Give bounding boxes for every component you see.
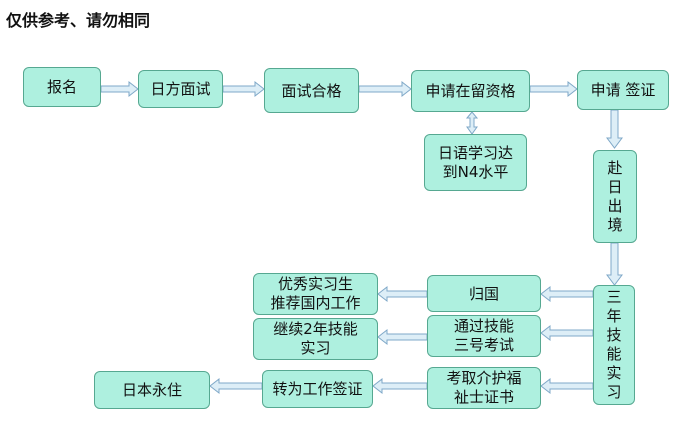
node-zhuanwei-label: 转为工作签证 <box>272 380 363 398</box>
node-guiguo-label: 归国 <box>468 284 499 303</box>
node-furi: 赴 日 出 境 <box>593 150 637 243</box>
node-n4-line1: 日语学习达 <box>437 143 513 162</box>
arrow-zailiu-n4 <box>465 111 479 135</box>
arrow-fuzhi-to-zhuanwei <box>372 377 428 395</box>
arrow-furi-to-jineng <box>606 242 623 286</box>
node-qianzheng-label: 申请 签证 <box>590 81 656 99</box>
page-title: 仅供参考、请勿相同 <box>6 11 151 30</box>
node-zailiu-label: 申请在留资格 <box>425 82 516 100</box>
node-furi-char: 日 <box>607 177 623 196</box>
node-zhuanwei: 转为工作签证 <box>262 370 373 408</box>
node-fuzhi-line2: 祉士证书 <box>453 388 514 406</box>
arrow-jineng-to-fuzhi <box>540 377 594 395</box>
node-furi-char: 出 <box>607 196 623 215</box>
node-youxiu: 优秀实习生 推荐国内工作 <box>253 273 378 315</box>
node-mianshi: 日方面试 <box>138 70 223 108</box>
node-jineng: 三 年 技 能 实 习 <box>593 285 635 405</box>
arrow-guiguo-to-youxiu <box>377 285 428 303</box>
arrow-baoming-to-mianshi <box>100 80 139 98</box>
node-kaoshi-line2: 三号考试 <box>453 336 514 354</box>
node-baoming-label: 报名 <box>46 78 77 96</box>
node-fuzhi-line1: 考取介护福 <box>446 369 522 387</box>
arrow-zhuanwei-to-yongzhu <box>209 377 263 395</box>
node-zailiu: 申请在留资格 <box>411 70 530 112</box>
node-fuzhi: 考取介护福 祉士证书 <box>427 367 541 409</box>
node-yongzhu-label: 日本永住 <box>121 381 182 399</box>
node-jineng-char: 实 <box>606 364 622 382</box>
node-jineng-char: 三 <box>606 288 622 306</box>
node-n4-line2: 到N4水平 <box>442 162 509 181</box>
node-baoming: 报名 <box>23 67 101 107</box>
arrow-qianzheng-to-furi <box>606 109 623 149</box>
arrow-kaoshi-to-jixu <box>377 328 428 346</box>
node-kaoshi-line1: 通过技能 <box>453 317 514 335</box>
node-jineng-char: 习 <box>606 383 622 401</box>
node-mianshi-label: 日方面试 <box>150 80 211 98</box>
node-furi-char: 境 <box>607 215 623 234</box>
node-jixu: 继续2年技能 实习 <box>253 318 378 360</box>
arrow-mianshi-to-hege <box>222 80 265 98</box>
node-jineng-char: 能 <box>606 345 622 363</box>
node-youxiu-line1: 优秀实习生 <box>277 275 353 293</box>
arrow-jineng-to-guiguo <box>540 285 594 303</box>
node-jineng-char: 年 <box>606 307 622 325</box>
node-jixu-line2: 实习 <box>300 339 331 357</box>
arrow-zailiu-to-qianzheng <box>529 80 578 98</box>
node-jixu-line1: 继续2年技能 <box>273 320 358 338</box>
node-guiguo: 归国 <box>427 275 541 312</box>
node-youxiu-line2: 推荐国内工作 <box>270 294 361 312</box>
node-qianzheng: 申请 签证 <box>577 70 669 110</box>
node-kaoshi: 通过技能 三号考试 <box>427 315 541 357</box>
node-hege-label: 面试合格 <box>281 81 342 100</box>
node-n4: 日语学习达 到N4水平 <box>424 134 527 191</box>
node-hege: 面试合格 <box>264 68 359 113</box>
node-furi-char: 赴 <box>607 158 623 177</box>
arrow-hege-to-zailiu <box>358 80 412 98</box>
node-jineng-char: 技 <box>606 326 622 344</box>
arrow-jineng-to-kaoshi <box>540 324 594 342</box>
node-yongzhu: 日本永住 <box>94 371 210 409</box>
